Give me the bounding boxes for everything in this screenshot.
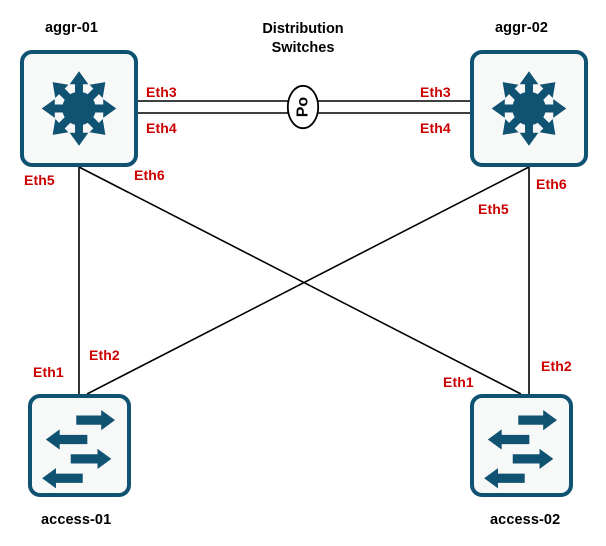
port-channel-label: Po <box>295 97 312 118</box>
router-arrow <box>502 114 523 135</box>
interface-label-aggr01-eth4: Eth4 <box>146 120 177 136</box>
router-arrow <box>535 82 556 103</box>
interface-label-acc02-eth1: Eth1 <box>443 374 474 390</box>
router-hub <box>512 91 546 126</box>
switch-arrow-left-upper <box>45 429 88 450</box>
router-arrow <box>542 99 567 118</box>
interface-label-aggr01-eth5: Eth5 <box>24 172 55 188</box>
router-arrow <box>85 114 106 135</box>
interface-label-aggr01-eth6: Eth6 <box>134 167 165 183</box>
interface-label-acc01-eth2: Eth2 <box>89 347 120 363</box>
router-icon <box>491 71 567 146</box>
router-arrow <box>502 82 523 103</box>
router-arrow <box>52 82 73 103</box>
router-arrow <box>519 71 539 96</box>
switch-arrow-left-bottom <box>484 468 525 489</box>
switch-arrow-left-bottom <box>42 468 83 489</box>
device-node-access-02[interactable] <box>470 394 573 497</box>
switch-icon <box>484 409 558 489</box>
router-arrow <box>92 99 117 118</box>
link-line <box>86 166 530 395</box>
switch-arrow-right-top <box>518 409 558 431</box>
router-arrow <box>52 114 73 135</box>
switch-arrow-right-lower <box>70 448 112 470</box>
switch-arrow-right-lower <box>512 448 554 470</box>
switch-arrow-left-upper <box>487 429 530 450</box>
device-label-access-01: access-01 <box>41 512 112 528</box>
switch-arrow-right-top <box>76 409 116 431</box>
device-node-aggr-01[interactable] <box>20 50 138 167</box>
router-arrow <box>85 82 106 103</box>
router-arrow <box>535 114 556 135</box>
interface-label-aggr02-eth6: Eth6 <box>536 176 567 192</box>
router-arrow <box>519 121 539 146</box>
distribution-switches-title-line: Distribution <box>262 21 344 37</box>
router-arrow <box>491 99 516 118</box>
port-channel-ellipse <box>286 84 320 130</box>
router-arrow <box>41 99 66 118</box>
interface-label-acc01-eth1: Eth1 <box>33 364 64 380</box>
router-arrow <box>69 121 89 146</box>
device-node-access-01[interactable] <box>28 394 131 497</box>
interface-label-aggr02-eth3: Eth3 <box>420 84 451 100</box>
interface-label-aggr02-eth5: Eth5 <box>478 201 509 217</box>
device-label-access-02: access-02 <box>490 512 561 528</box>
link-line <box>78 166 522 395</box>
port-channel-badge: Po <box>286 84 320 130</box>
device-label-aggr-02: aggr-02 <box>495 20 549 36</box>
router-arrow <box>69 71 89 96</box>
interface-label-aggr02-eth4: Eth4 <box>420 120 451 136</box>
interface-label-acc02-eth2: Eth2 <box>541 358 572 374</box>
interface-label-aggr01-eth3: Eth3 <box>146 84 177 100</box>
device-label-aggr-01: aggr-01 <box>45 20 99 36</box>
router-hub <box>62 91 96 126</box>
router-icon <box>41 71 117 146</box>
device-node-aggr-02[interactable] <box>470 50 588 167</box>
switch-icon <box>42 409 116 489</box>
distribution-switches-title-line: Switches <box>271 40 335 56</box>
